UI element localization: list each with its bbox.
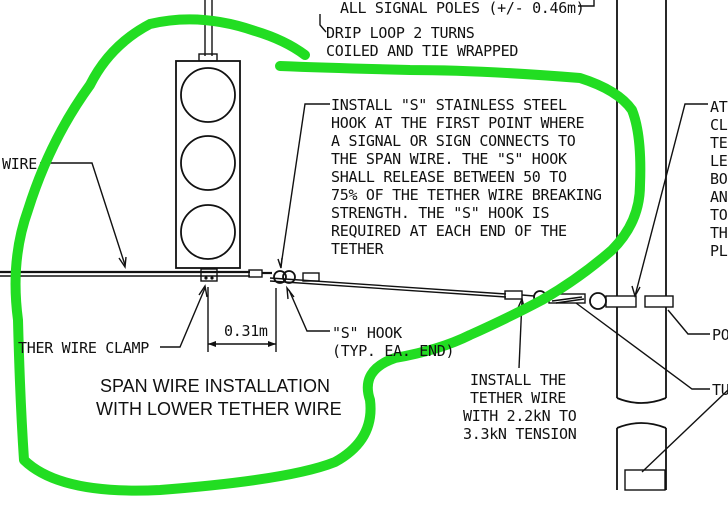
hook-note-3: A SIGNAL OR SIGN CONNECTS TO bbox=[331, 132, 576, 150]
hook-note-7: STRENGTH. THE "S" HOOK IS bbox=[331, 204, 550, 222]
dimension-label: 0.31m bbox=[224, 322, 268, 340]
top-note: ALL SIGNAL POLES (+/- 0.46m) bbox=[340, 0, 584, 17]
s-hook-label-2: (TYP. EA. END) bbox=[332, 342, 454, 360]
right-note-9: PL bbox=[710, 242, 728, 260]
right-tu-label: TU bbox=[712, 381, 728, 399]
install-tether-3: WITH 2.2kN TO bbox=[463, 407, 577, 425]
hook-note-4: THE SPAN WIRE. THE "S" HOOK bbox=[331, 150, 567, 168]
right-note-8: TH bbox=[710, 224, 728, 242]
hook-note-2: HOOK AT THE FIRST POINT WHERE bbox=[331, 114, 584, 132]
tether-clamp-label: THER WIRE CLAMP bbox=[18, 339, 149, 357]
title-line-1: SPAN WIRE INSTALLATION bbox=[100, 376, 330, 396]
drip-loop-note-2: COILED AND TIE WRAPPED bbox=[326, 42, 518, 60]
green-highlight-loop bbox=[10, 14, 646, 496]
right-note-4: LE bbox=[710, 152, 728, 170]
install-tether-2: TETHER WIRE bbox=[470, 389, 566, 407]
s-hook-label-1: "S" HOOK bbox=[332, 324, 402, 342]
right-note-6: AN bbox=[710, 188, 728, 206]
leader-lines bbox=[40, 0, 728, 473]
install-tether-4: 3.3kN TENSION bbox=[463, 425, 577, 443]
span-wire bbox=[0, 270, 272, 277]
tether-wire-clamp bbox=[200, 268, 218, 282]
hook-note-8: REQUIRED AT EACH END OF THE bbox=[331, 222, 567, 240]
install-tether-1: INSTALL THE bbox=[470, 371, 566, 389]
right-note-3: TE bbox=[710, 134, 728, 152]
title-line-2: WITH LOWER TETHER WIRE bbox=[96, 399, 342, 419]
hook-note-9: TETHER bbox=[331, 240, 385, 258]
dimension-marker bbox=[207, 287, 277, 352]
signal-pole bbox=[616, 0, 667, 491]
right-note-1: AT bbox=[710, 98, 728, 116]
wire-label: WIRE bbox=[2, 155, 37, 173]
drip-loop-note-1: DRIP LOOP 2 TURNS bbox=[326, 24, 475, 42]
right-note-7: TO bbox=[710, 206, 728, 224]
signal-hanger bbox=[198, 0, 218, 62]
hook-note-6: 75% OF THE TETHER WIRE BREAKING bbox=[331, 186, 602, 204]
s-hook-left bbox=[248, 269, 320, 284]
right-po-label: PO bbox=[712, 326, 728, 344]
right-note-2: CL bbox=[710, 116, 728, 134]
hook-note-5: SHALL RELEASE BETWEEN 50 TO bbox=[331, 168, 567, 186]
right-note-5: BO bbox=[710, 170, 728, 188]
traffic-signal-head bbox=[175, 60, 241, 269]
hook-note-1: INSTALL "S" STAINLESS STEEL bbox=[331, 96, 567, 114]
tether-wire bbox=[269, 277, 535, 300]
